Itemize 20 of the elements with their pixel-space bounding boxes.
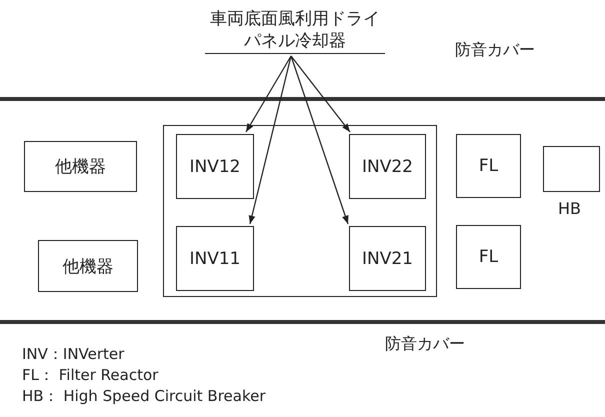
legend-text: INV：INVerter	[22, 345, 124, 364]
cover-label: 防音カバー	[385, 334, 465, 355]
legend-text: FL： Filter Reactor	[22, 366, 158, 385]
inverter-enclosure	[163, 125, 437, 297]
leader-line	[290, 56, 349, 224]
equipment-box: 他機器	[24, 141, 137, 192]
inverter-box: INV22	[349, 134, 426, 199]
inverter-box: INV12	[176, 134, 254, 199]
inverter-box: INV11	[176, 226, 254, 291]
leader-line	[245, 56, 292, 132]
leader-line	[290, 56, 350, 132]
reactor-box: FL	[456, 134, 521, 198]
legend-text: HB： High Speed Circuit Breaker	[22, 387, 266, 406]
part-label: HB	[558, 199, 582, 218]
cover-label: 防音カバー	[455, 40, 535, 61]
inverter-box: INV21	[349, 226, 426, 291]
reactor-box: FL	[456, 225, 521, 289]
equipment-box: 他機器	[38, 240, 138, 292]
leader-line	[248, 56, 292, 224]
leader-text: 車両底面風利用ドライパネル冷却器	[205, 6, 385, 54]
